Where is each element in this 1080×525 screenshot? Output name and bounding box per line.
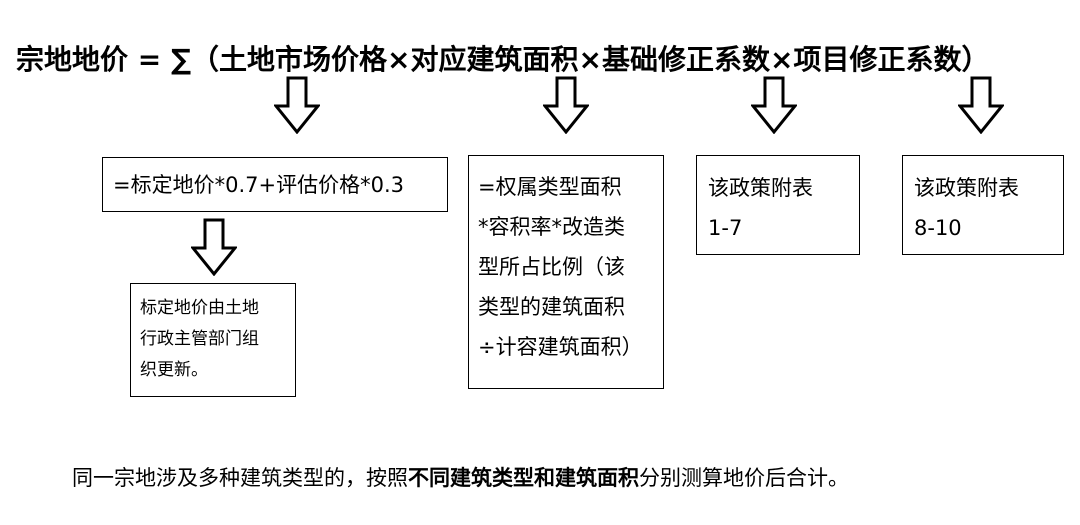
base-coefficient-text: 该政策附表 1-7 <box>708 176 813 240</box>
footer-suffix: 分别测算地价后合计。 <box>639 466 849 490</box>
footer-note: 同一宗地涉及多种建筑类型的，按照不同建筑类型和建筑面积分别测算地价后合计。 <box>72 462 849 492</box>
formula-title: 宗地地价 = ∑（土地市场价格×对应建筑面积×基础修正系数×项目修正系数） <box>16 43 990 76</box>
footer-prefix: 同一宗地涉及多种建筑类型的，按照 <box>72 466 408 490</box>
down-arrow-icon <box>274 76 320 134</box>
building-area-box: =权属类型面积 *容积率*改造类 型所占比例（该 类型的建筑面积 ÷计容建筑面积… <box>468 155 664 389</box>
project-coefficient-text: 该政策附表 8-10 <box>914 176 1019 240</box>
down-arrow-icon <box>191 218 237 276</box>
down-arrow-icon <box>958 76 1004 134</box>
building-area-text: =权属类型面积 *容积率*改造类 型所占比例（该 类型的建筑面积 ÷计容建筑面积… <box>478 175 643 359</box>
down-arrow-icon <box>543 76 589 134</box>
benchmark-note-box: 标定地价由土地 行政主管部门组 织更新。 <box>130 283 296 397</box>
footer-emphasis: 不同建筑类型和建筑面积 <box>408 466 639 490</box>
market-price-text: =标定地价*0.7+评估价格*0.3 <box>113 173 404 197</box>
project-coefficient-box: 该政策附表 8-10 <box>902 155 1064 255</box>
market-price-box: =标定地价*0.7+评估价格*0.3 <box>102 157 448 212</box>
down-arrow-icon <box>751 76 797 134</box>
base-coefficient-box: 该政策附表 1-7 <box>696 155 860 255</box>
benchmark-note-text: 标定地价由土地 行政主管部门组 织更新。 <box>140 298 259 380</box>
